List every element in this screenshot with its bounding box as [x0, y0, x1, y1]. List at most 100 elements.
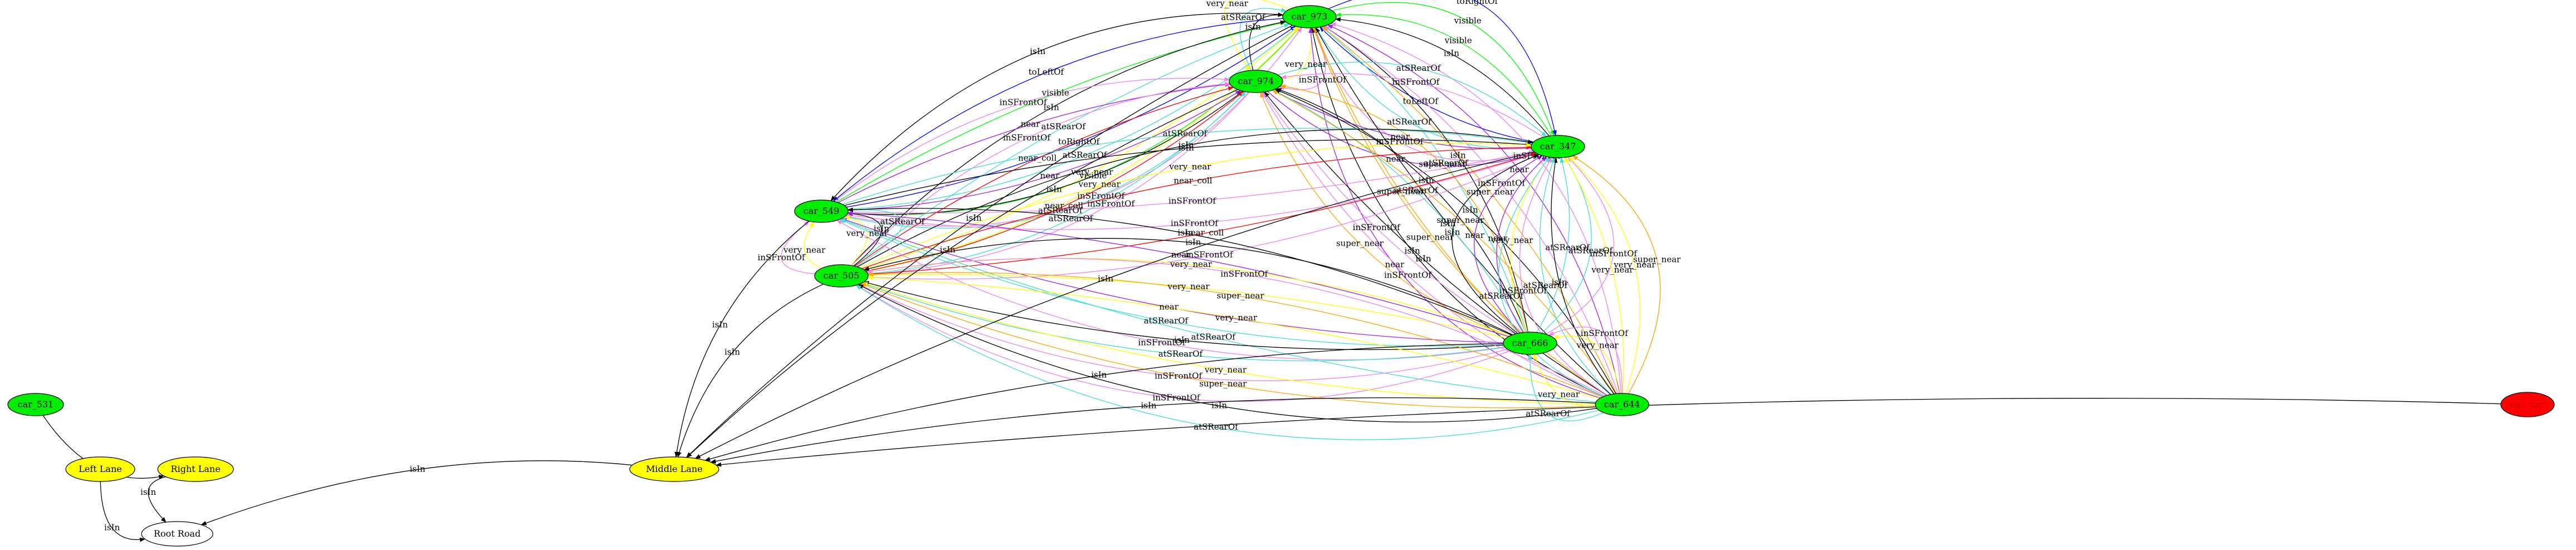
node-car-505-shape [814, 264, 869, 288]
edge-label-isIn: isIn [410, 464, 425, 474]
node-car-347[interactable]: car_347 [1531, 135, 1585, 158]
node-car-973[interactable]: car_973 [1282, 5, 1337, 28]
node-car-973-shape [1282, 5, 1337, 28]
edge-label-very_near: very_near [1070, 167, 1113, 177]
edge-car_505-car_549-very_near [804, 221, 822, 269]
node-car-531-shape [7, 393, 64, 416]
edge-car_644-car_666-very_near [1533, 353, 1596, 407]
node-car-531[interactable]: car_531 [7, 393, 64, 416]
node-car-505[interactable]: car_505 [814, 264, 869, 288]
edge-label-visible: visible [1079, 171, 1107, 181]
edge-label-atSRearOf: atSRearOf [880, 217, 926, 227]
node-left-lane[interactable]: Left Lane [65, 456, 135, 482]
edge-car_644-car_973-super_near [1321, 26, 1618, 394]
edge-label-super_near: super_near [1436, 215, 1484, 225]
edge-car_666-car_973-super_near [1313, 27, 1520, 334]
edge-car_644-car_505-atSRearOf [855, 285, 1599, 440]
edge-car_973-car_549-toLeftOf [832, 18, 1283, 202]
edge-label-isIn: isIn [1463, 205, 1478, 215]
edge-car_666-car_347-inSFrontOf [1545, 156, 1614, 335]
edge-car_666-car_347-atSRearOf [1541, 157, 1592, 334]
edge-car_644-car_505-isIn [858, 284, 1597, 423]
node-car-666-label: car_666 [1512, 338, 1548, 348]
edge-car_505-car_974-near_coll [854, 86, 1234, 267]
edge-label-isIn: isIn [1030, 46, 1045, 56]
node-car-974[interactable]: car_974 [1229, 70, 1283, 93]
node-ego-car[interactable]: ego_car [2500, 392, 2555, 417]
edge-label-inSFrontOf: inSFrontOf [1478, 178, 1526, 188]
edge-label-isIn: isIn [1211, 401, 1227, 411]
edge-label-isIn: isIn [1185, 237, 1201, 247]
edge-car_644-car_505-super_near [860, 283, 1596, 408]
edge-label-isIn: isIn [1440, 218, 1455, 228]
edge-label-very_near: very_near [1170, 259, 1212, 269]
edge-car_666-car_974-atSRearOf [1272, 89, 1525, 333]
edge-label-isIn: isIn [1141, 400, 1156, 410]
node-car-644[interactable]: car_644 [1595, 393, 1649, 416]
edge-label-atSRearOf: atSRearOf [1038, 206, 1083, 216]
edge-label-very_near: very_near [1576, 340, 1619, 350]
node-car-505-label: car_505 [824, 270, 860, 281]
edge-label-super_near: super_near [1199, 379, 1247, 389]
node-middle-lane[interactable]: Middle Lane [629, 456, 719, 482]
edge-car_644-car_505-inSFrontOf [866, 257, 1606, 397]
edge-car_973-car_549-isIn [830, 13, 1283, 202]
edge-label-isIn: isIn [1179, 140, 1194, 150]
edge-car_549-car_973-toRightOf [846, 26, 1296, 208]
edge-car_505-car_347-near_coll [868, 152, 1537, 275]
edge-car_973-car_974-very_near [1224, 0, 1291, 71]
edge-car_505-middle_lane-isIn [677, 284, 824, 458]
edge-label-isIn: isIn [1046, 184, 1062, 194]
node-car-644-shape [1595, 393, 1649, 416]
edge-car_505-car_973-isIn [851, 20, 1286, 266]
edge-label-very_near: very_near [1204, 365, 1247, 375]
edge-label-isIn: isIn [1415, 254, 1431, 264]
edge-label-super_near: super_near [1336, 239, 1384, 249]
edge-label-isIn: isIn [1405, 246, 1420, 256]
edge-car_644-car_666-atSRearOf [1527, 354, 1604, 421]
edge-label-inSFrontOf: inSFrontOf [1499, 286, 1547, 296]
edge-label-near: near [1386, 154, 1405, 164]
edge-car_644-car_974-isIn [1264, 91, 1608, 396]
edge-label-very_near: very_near [1206, 0, 1249, 8]
node-car-973-label: car_973 [1292, 11, 1328, 22]
edge-label-isIn: isIn [1551, 277, 1567, 287]
node-right-lane[interactable]: Right Lane [157, 456, 234, 482]
edge-label-very_near: very_near [1167, 281, 1210, 291]
edge-label-inSFrontOf: inSFrontOf [1299, 75, 1347, 85]
edge-car_974-car_973-isIn [1249, 12, 1284, 71]
edge-label-isIn: isIn [724, 347, 740, 357]
edge-label-super_near: super_near [1633, 254, 1681, 264]
edge-car_549-car_347-inSFrontOf [848, 150, 1535, 213]
edge-car_505-car_347-isIn [857, 129, 1534, 267]
edge-car_644-car_666-inSFrontOf [1548, 327, 1623, 394]
edge-label-near_coll: near_coll [1173, 176, 1212, 186]
edge-car_666-car_347-isIn [1452, 154, 1540, 334]
node-root-road-label: Root Road [154, 528, 201, 539]
edge-label-inSFrontOf: inSFrontOf [1392, 77, 1440, 87]
edge-car_644-car_347-inSFrontOf [1519, 157, 1608, 396]
edge-car_505-car_973-very_near [863, 26, 1299, 270]
edge-right_lane-root_road-isIn [148, 476, 167, 523]
edge-label-atSRearOf: atSRearOf [1041, 121, 1087, 132]
edge-car_505-car_549-atSRearOf [847, 207, 903, 267]
edge-car_644-car_347-atSRearOf [1539, 157, 1612, 395]
node-root-road[interactable]: Root Road [141, 521, 213, 547]
node-car-644-label: car_644 [1604, 399, 1640, 410]
edge-label-inSFrontOf: inSFrontOf [1168, 196, 1216, 206]
edge-label-atSRearOf: atSRearOf [1526, 408, 1571, 418]
edge-car_644-car_347-super_near [1572, 155, 1661, 394]
edge-label-toRightOf: toRightOf [1058, 137, 1100, 147]
edge-label-near: near [1021, 119, 1040, 129]
edge-car_644-car_973-super_near [1313, 27, 1608, 396]
edge-label-atSRearOf: atSRearOf [1424, 158, 1469, 168]
edge-label-very_near: very_near [846, 228, 889, 238]
edge-car_666-car_549-atSRearOf [839, 218, 1504, 347]
edge-label-near_coll: near_coll [1185, 228, 1224, 238]
node-car-549[interactable]: car_549 [794, 199, 849, 223]
edge-label-atSRearOf: atSRearOf [1394, 185, 1439, 195]
edge-car_347-car_974-inSFrontOf [1280, 73, 1544, 138]
edge-car_347-car_973-visible [1335, 12, 1552, 136]
edge-label-inSFrontOf: inSFrontOf [1353, 222, 1401, 232]
node-car-666[interactable]: car_666 [1503, 332, 1557, 355]
